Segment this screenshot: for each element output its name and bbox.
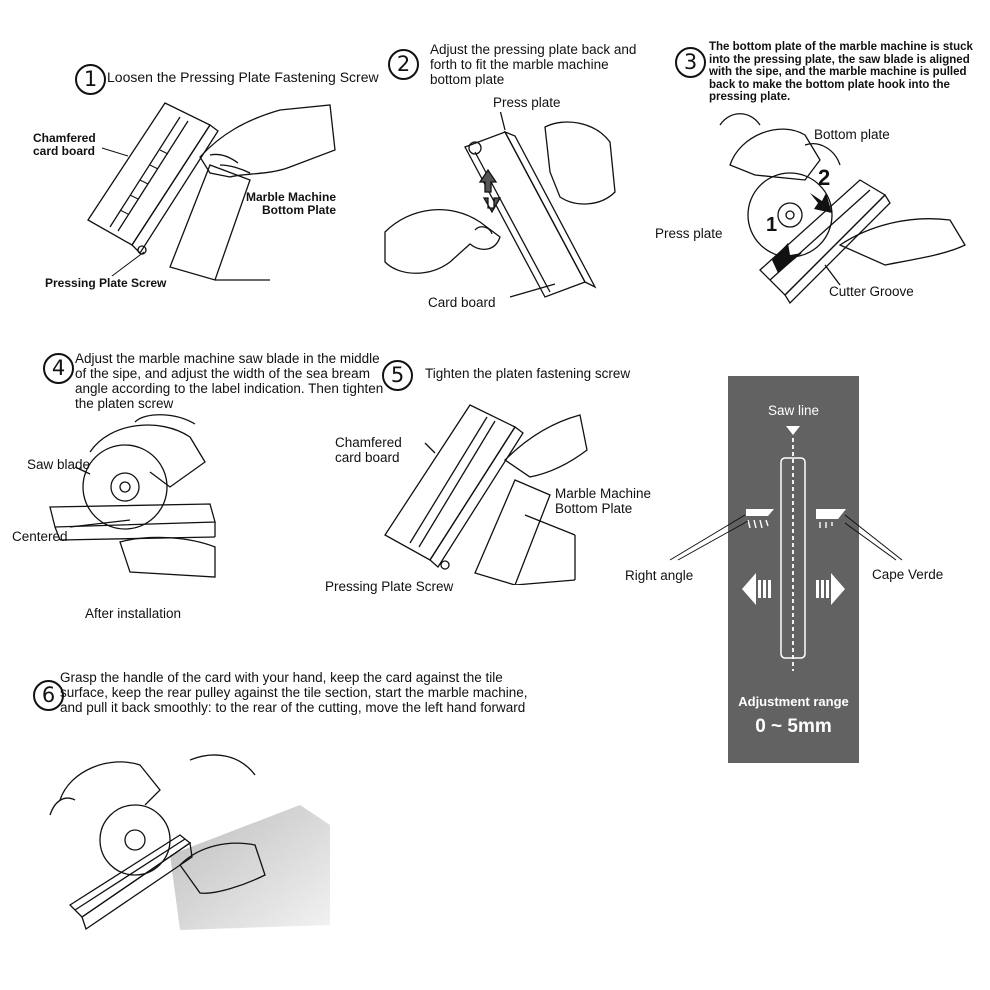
step-1-screw-leader (111, 251, 145, 277)
step-4-illustration (49, 414, 216, 578)
step-5-title: Tighten the platen fastening screw (425, 366, 631, 381)
saw-line-marker-icon (786, 426, 800, 435)
step-2-illustration (384, 112, 616, 298)
step-4-after-installation-label: After installation (85, 606, 182, 621)
step-1-title: Loosen the Pressing Plate Fastening Scre… (107, 69, 379, 85)
step-4-title: Adjust the marble machine saw blade in t… (75, 351, 384, 411)
step-1-marble-label: Marble Machine Bottom Plate (246, 190, 337, 217)
step-2-press-plate-label: Press plate (493, 95, 561, 110)
step-6-illustration (49, 754, 330, 931)
panel-graphic (742, 426, 846, 671)
step-4-centered-label: Centered (12, 529, 68, 544)
step-6-number: 6 (33, 680, 64, 711)
step-5-chamfered-label: Chamfered card board (335, 435, 402, 465)
cape-verde-leader (844, 514, 903, 561)
step-3-cutter-groove-label: Cutter Groove (829, 284, 914, 299)
step-4-number: 4 (43, 353, 74, 384)
step-1-number: 1 (75, 64, 106, 95)
step-3-arrow-2-label: 2 (818, 165, 831, 190)
step-3-illustration (719, 113, 966, 305)
cape-verde-label: Cape Verde (872, 567, 944, 582)
saw-line-label: Saw line (767, 403, 820, 418)
right-angle-label: Right angle (625, 568, 694, 583)
step-2-card-board-label: Card board (428, 295, 496, 310)
step-2-number: 2 (388, 49, 419, 80)
step-5-illustration (384, 404, 588, 585)
step-1-chamfered-leader (101, 147, 129, 157)
right-angle-leader (669, 514, 749, 561)
adjustment-range-panel: Saw line (728, 376, 859, 763)
step-3-bottom-plate-label: Bottom plate (814, 127, 890, 142)
step-2-title: Adjust the pressing plate back and forth… (430, 42, 637, 87)
step-5-number: 5 (382, 360, 413, 391)
adjustment-range-label: Adjustment range (738, 694, 849, 709)
step-3-arrow-1-label: 1 (766, 214, 778, 236)
step-3-title: The bottom plate of the marble machine i… (709, 41, 973, 104)
step-3-press-plate-label: Press plate (655, 226, 723, 241)
right-angle-marker-icon (746, 509, 774, 529)
step-3-number: 3 (675, 47, 706, 78)
step-1-screw-label: Pressing Plate Screw (45, 276, 167, 290)
step-5-marble-label: Marble Machine Bottom Plate (555, 486, 652, 516)
step-1-chamfered-label: Chamfered card board (33, 131, 96, 158)
move-left-arrow-icon (742, 573, 771, 605)
step-6-title: Grasp the handle of the card with your h… (60, 670, 528, 715)
step-1-illustration (87, 102, 336, 281)
cape-verde-marker-icon (816, 509, 846, 528)
adjustment-range-value: 0 ~ 5mm (755, 716, 832, 737)
move-right-arrow-icon (816, 573, 845, 605)
step-4-saw-blade-label: Saw blade (27, 457, 91, 472)
step-5-screw-label: Pressing Plate Screw (325, 579, 454, 594)
